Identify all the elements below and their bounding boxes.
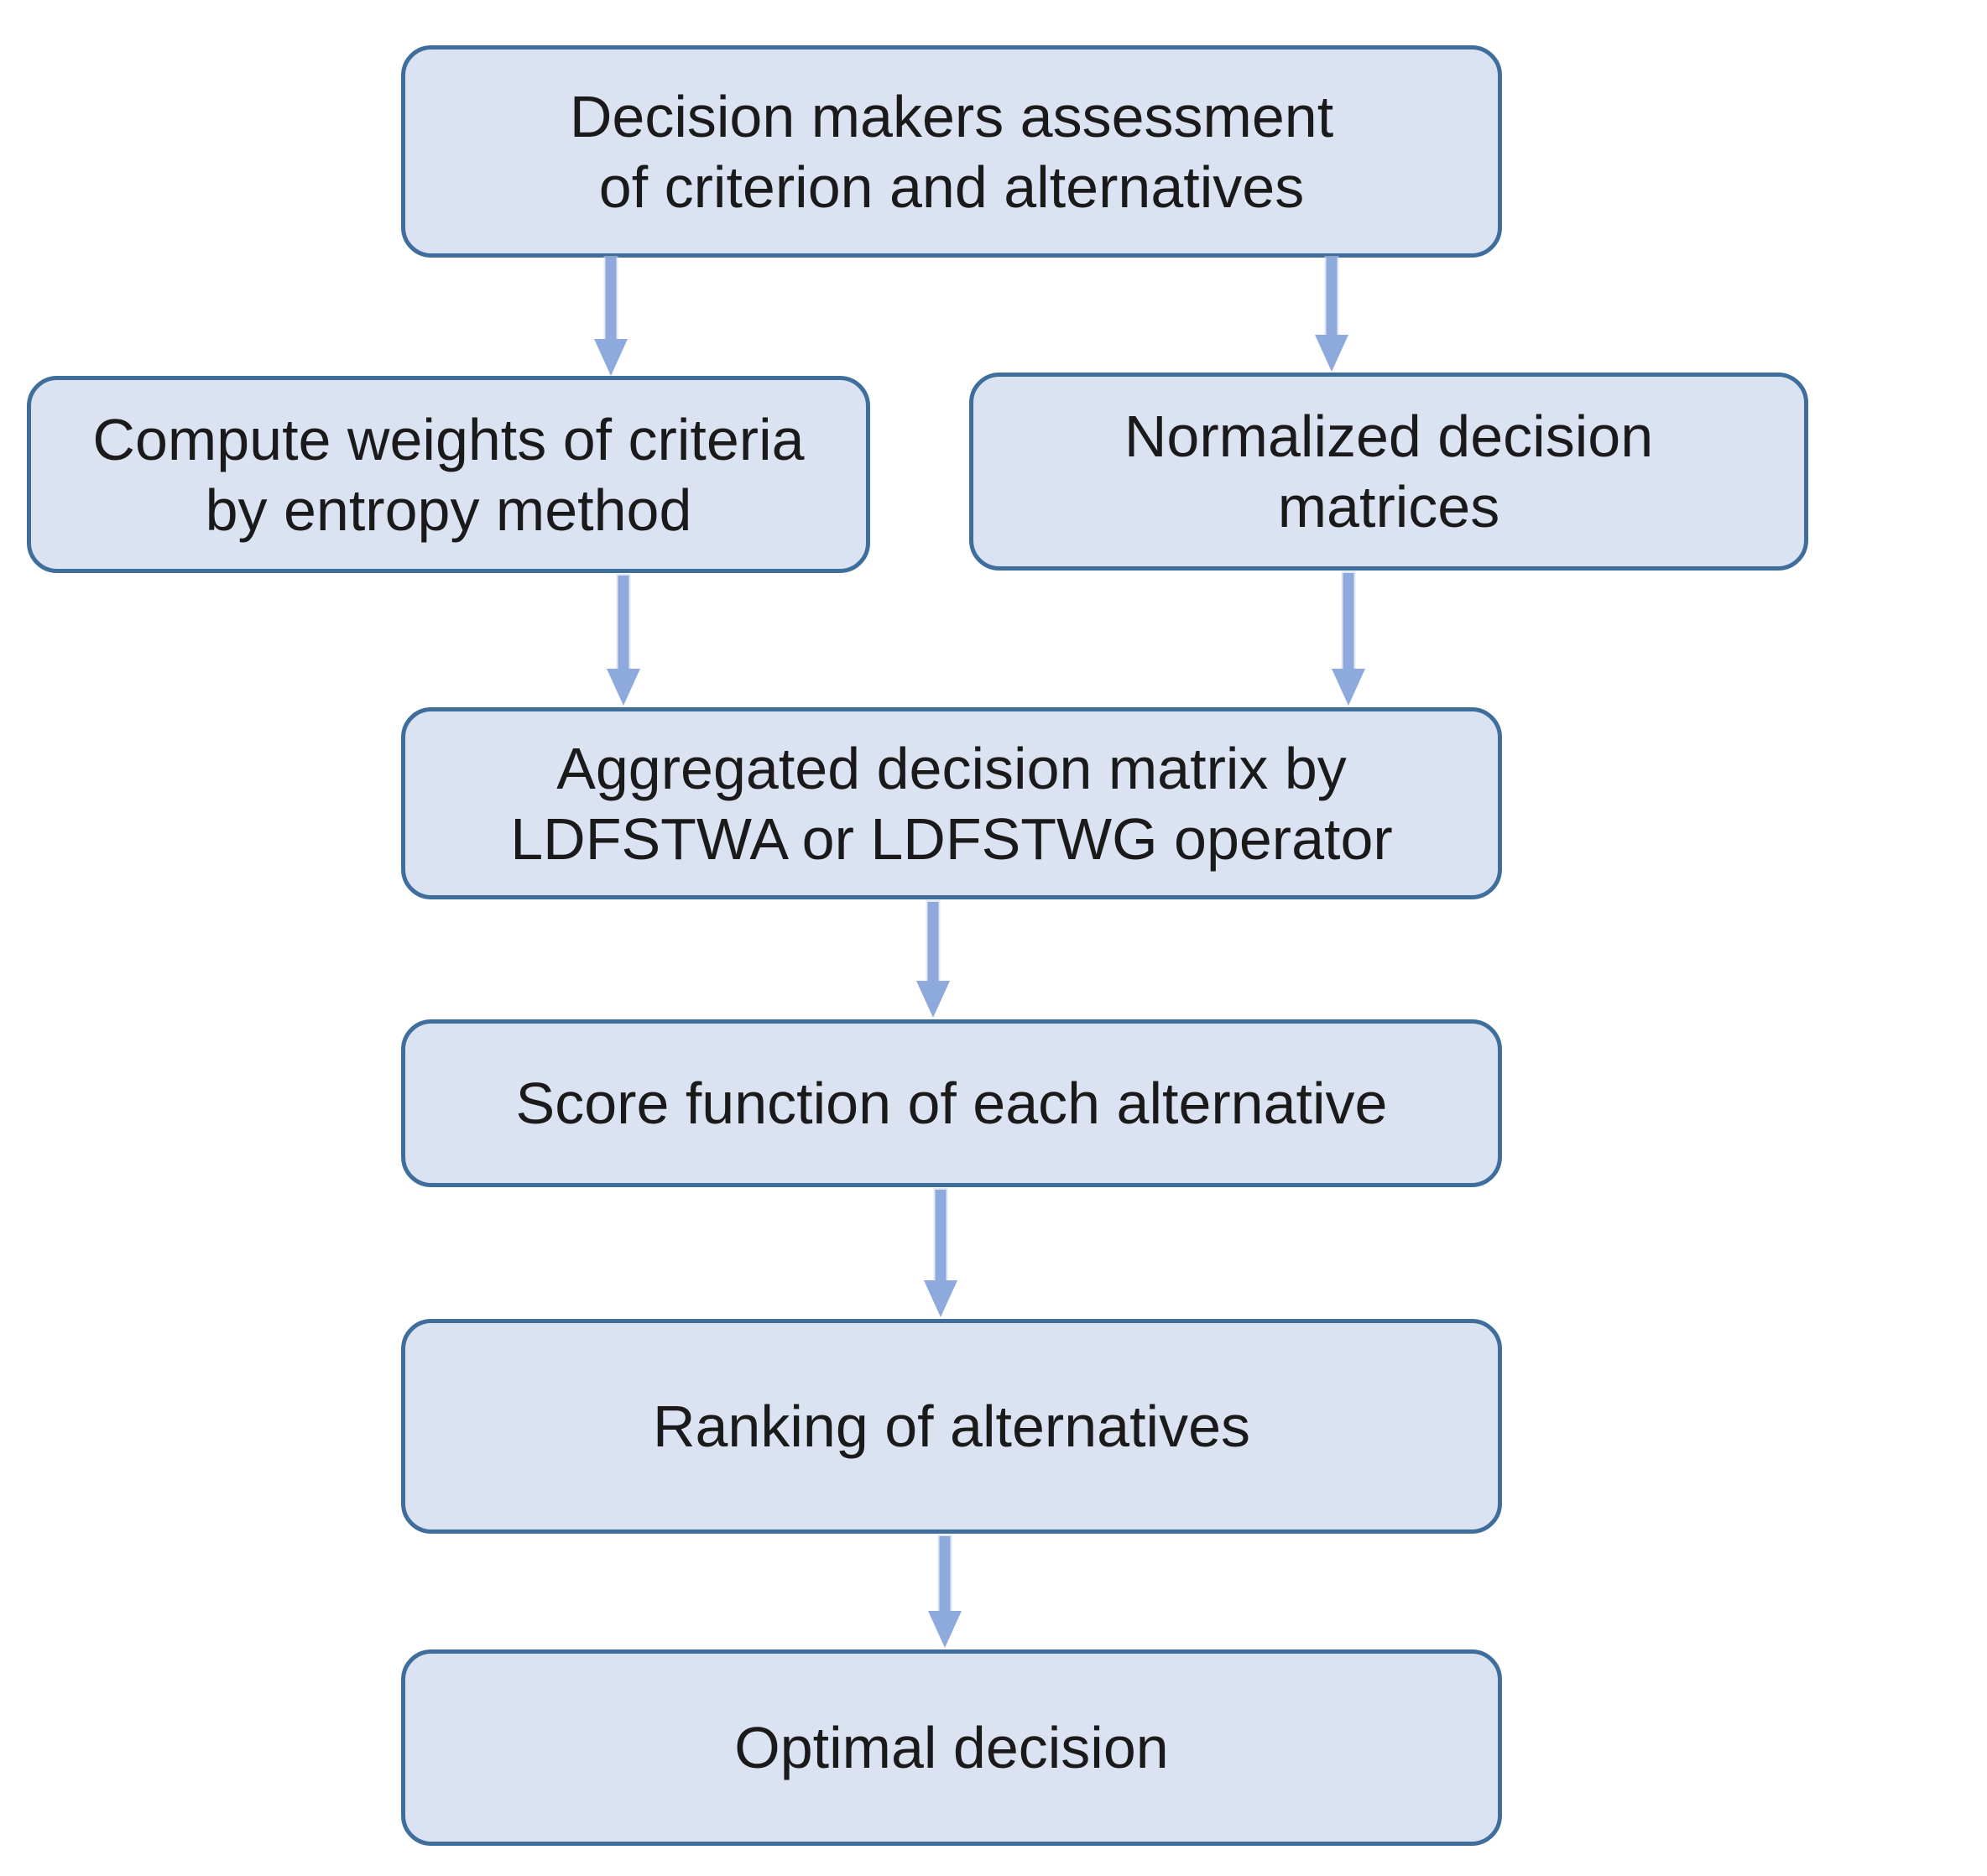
down-arrow-assessment-to-weights — [594, 258, 628, 376]
arrow-stem — [927, 902, 939, 984]
arrow-stem — [1343, 573, 1354, 672]
node-label-line: by entropy method — [205, 477, 692, 543]
arrow-stem — [935, 1190, 947, 1284]
node-label-line: Compute weights of criteria — [92, 406, 805, 472]
down-arrow-score-to-ranking — [924, 1190, 957, 1317]
down-arrow-weights-to-aggregated — [607, 576, 640, 706]
arrow-head-icon — [928, 1611, 962, 1648]
node-aggregated-decision-matrix: Aggregated decision matrix by LDFSTWA or… — [401, 707, 1502, 899]
node-label-line: Aggregated decision matrix by — [556, 735, 1347, 801]
down-arrow-normalized-to-aggregated — [1332, 573, 1365, 706]
node-label-line: Score function of each alternative — [515, 1071, 1388, 1136]
node-normalized-decision-matrices: Normalized decision matrices — [969, 373, 1808, 571]
arrow-head-icon — [594, 339, 628, 376]
node-label-line: of criterion and alternatives — [598, 154, 1305, 220]
node-score-function: Score function of each alternative — [401, 1019, 1502, 1187]
node-optimal-decision: Optimal decision — [401, 1649, 1502, 1846]
node-label-line: LDFSTWA or LDFSTWG operator — [510, 805, 1393, 872]
arrow-stem — [939, 1536, 951, 1614]
node-label-line: Optimal decision — [734, 1715, 1169, 1780]
arrow-head-icon — [607, 669, 640, 706]
node-ranking-of-alternatives: Ranking of alternatives — [401, 1319, 1502, 1534]
node-label-line: Normalized decision — [1124, 404, 1654, 469]
arrow-head-icon — [924, 1280, 957, 1317]
arrow-head-icon — [1332, 669, 1365, 706]
down-arrow-assessment-to-normalized — [1315, 258, 1348, 372]
down-arrow-ranking-to-optimal — [928, 1536, 962, 1648]
arrow-head-icon — [1315, 335, 1348, 372]
down-arrow-aggregated-to-score — [916, 902, 950, 1018]
node-compute-weights-entropy: Compute weights of criteria by entropy m… — [27, 376, 870, 573]
node-label-line: Decision makers assessment — [569, 83, 1334, 149]
node-label-line: Ranking of alternatives — [652, 1394, 1251, 1459]
arrow-stem — [1326, 258, 1338, 338]
arrow-stem — [605, 258, 617, 342]
arrow-stem — [618, 576, 629, 672]
arrow-head-icon — [916, 981, 950, 1018]
node-label-line: matrices — [1277, 474, 1500, 539]
node-decision-makers-assessment: Decision makers assessment of criterion … — [401, 45, 1502, 258]
